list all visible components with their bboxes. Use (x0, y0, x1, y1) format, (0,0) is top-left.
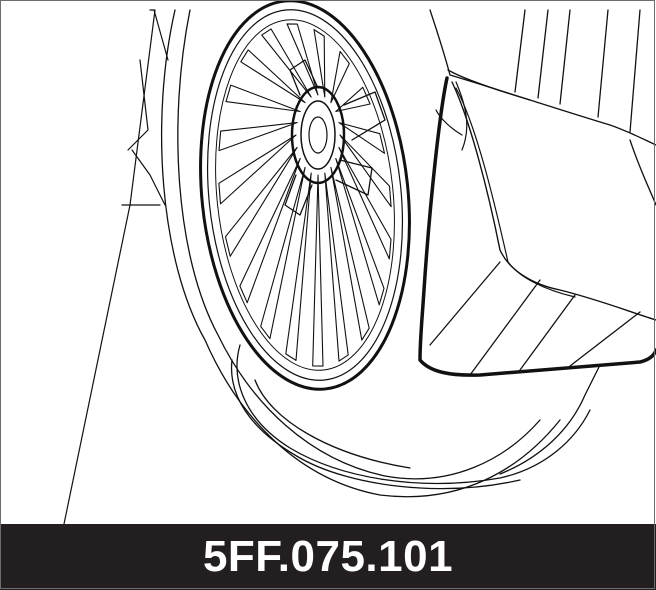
rim-spokes (218, 23, 392, 367)
ground-plane (63, 9, 169, 524)
rim-spoke (338, 146, 392, 260)
tire (160, 9, 601, 498)
rim-spoke (261, 28, 312, 98)
line-drawing (63, 0, 656, 524)
rim-spoke (285, 172, 312, 361)
rim-spoke (286, 23, 319, 96)
rim-spoke (339, 134, 392, 208)
rim-spoke (324, 172, 349, 362)
rim-spoke (330, 50, 350, 104)
rim-spoke (335, 157, 385, 306)
mud-flap (418, 76, 656, 377)
rim-spoke (312, 174, 324, 367)
rim-spoke (240, 49, 306, 104)
hub (284, 59, 386, 216)
rim-spoke (218, 134, 297, 205)
rim-spoke (218, 122, 298, 152)
rim-spoke (313, 29, 326, 98)
rim-spoke (224, 146, 298, 257)
rim-spoke (335, 86, 371, 113)
part-number-bar: 5FF.075.101 (0, 524, 656, 590)
part-number: 5FF.075.101 (202, 532, 454, 581)
rim-spoke (260, 166, 306, 340)
rim-spoke (225, 84, 301, 113)
wheel-mudflap-drawing (63, 0, 656, 524)
rim-spoke (330, 166, 370, 341)
rim-spoke (239, 157, 301, 304)
fender (429, 9, 656, 146)
rim-spoke (338, 122, 386, 154)
